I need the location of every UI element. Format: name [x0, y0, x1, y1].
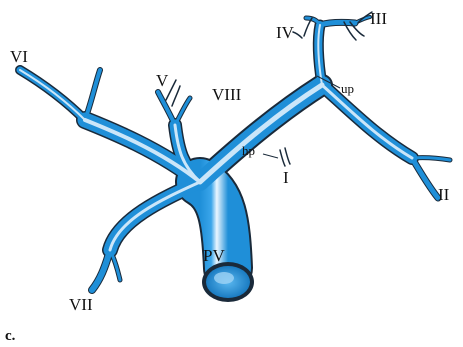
label-i: I: [283, 168, 289, 187]
label-hp: hp: [242, 143, 255, 158]
label-up: up: [341, 81, 354, 96]
label-pv: PV: [203, 246, 225, 265]
label-iv: IV: [276, 23, 295, 42]
label-viii: VIII: [212, 85, 242, 104]
portal-vein-branches: [20, 12, 450, 290]
label-iii: III: [370, 9, 387, 28]
portal-vein-lumen: [202, 262, 254, 302]
panel-letter: c.: [5, 328, 16, 344]
label-vi: VI: [10, 47, 28, 66]
label-v: V: [156, 71, 169, 90]
hp-pointer: [263, 154, 278, 158]
label-vii: VII: [69, 295, 93, 314]
label-ii: II: [438, 185, 450, 204]
